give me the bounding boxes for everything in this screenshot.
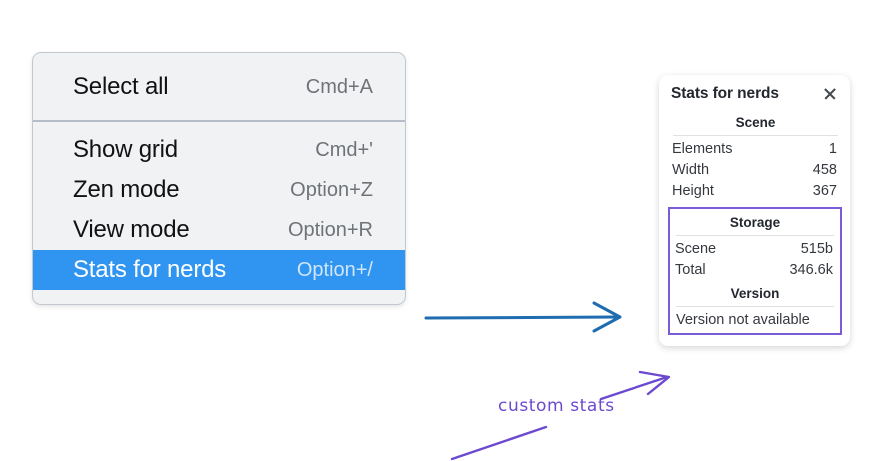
- version-section: Version Version not available: [674, 280, 836, 330]
- storage-section: Storage Scene 515b Total 346.6k: [674, 209, 836, 280]
- panel-title: Stats for nerds: [671, 85, 779, 102]
- menu-item-shortcut: Option+/: [296, 258, 373, 281]
- menu-group-2: Show grid Cmd+' Zen mode Option+Z View m…: [33, 122, 405, 304]
- menu-item-zen-mode[interactable]: Zen mode Option+Z: [33, 170, 405, 210]
- menu-item-shortcut: Option+R: [287, 218, 373, 241]
- menu-item-view-mode[interactable]: View mode Option+R: [33, 210, 405, 250]
- menu-item-show-grid[interactable]: Show grid Cmd+': [33, 130, 405, 170]
- stat-row: Width 458: [671, 159, 840, 180]
- stat-key: Width: [672, 161, 710, 178]
- divider: [673, 135, 838, 136]
- stat-value: 515b: [800, 240, 833, 257]
- menu-item-select-all[interactable]: Select all Cmd+A: [33, 67, 405, 107]
- stat-row: Total 346.6k: [674, 259, 836, 280]
- stat-value: 367: [812, 182, 837, 199]
- blue-arrow: [424, 301, 622, 333]
- menu-item-shortcut: Cmd+': [315, 138, 373, 161]
- stat-key: Total: [675, 261, 706, 278]
- menu-item-label: View mode: [73, 216, 190, 243]
- menu-divider: [33, 120, 405, 122]
- divider: [676, 235, 834, 236]
- menu-item-label: Zen mode: [73, 176, 180, 203]
- menu-item-shortcut: Cmd+A: [305, 75, 373, 98]
- custom-stats-highlight-box: Storage Scene 515b Total 346.6k Version …: [668, 207, 842, 335]
- version-text: Version not available: [676, 312, 810, 328]
- stat-row: Elements 1: [671, 138, 840, 159]
- menu-item-label: Show grid: [73, 136, 178, 163]
- version-heading: Version: [730, 286, 780, 301]
- menu-item-stats-for-nerds[interactable]: Stats for nerds Option+/: [33, 250, 405, 290]
- stat-key: Height: [672, 182, 714, 199]
- menu-item-label: Stats for nerds: [73, 256, 227, 283]
- divider: [676, 306, 834, 307]
- stat-key: Elements: [672, 140, 733, 157]
- custom-stats-annotation-label: custom stats: [498, 396, 615, 416]
- context-menu[interactable]: Select all Cmd+A Show grid Cmd+' Zen mod…: [32, 52, 406, 305]
- scene-section: Scene Elements 1 Width 458 Height 367: [671, 109, 840, 201]
- menu-item-label: Select all: [73, 73, 169, 100]
- stat-value: 458: [812, 161, 837, 178]
- stat-value: 1: [828, 140, 837, 157]
- menu-item-shortcut: Option+Z: [290, 178, 373, 201]
- stat-row: Scene 515b: [674, 238, 836, 259]
- purple-arrow: [599, 370, 671, 401]
- scene-heading: Scene: [735, 115, 776, 130]
- close-icon[interactable]: [822, 86, 838, 102]
- panel-header: Stats for nerds: [671, 85, 840, 103]
- stats-for-nerds-panel: Stats for nerds Scene Elements 1 Width 4…: [659, 75, 850, 346]
- stat-value: 346.6k: [789, 261, 833, 278]
- menu-group-1: Select all Cmd+A: [33, 53, 405, 120]
- stat-key: Scene: [675, 240, 717, 257]
- storage-heading: Storage: [729, 215, 781, 230]
- purple-underline-stroke: [450, 425, 548, 461]
- stat-row: Height 367: [671, 180, 840, 201]
